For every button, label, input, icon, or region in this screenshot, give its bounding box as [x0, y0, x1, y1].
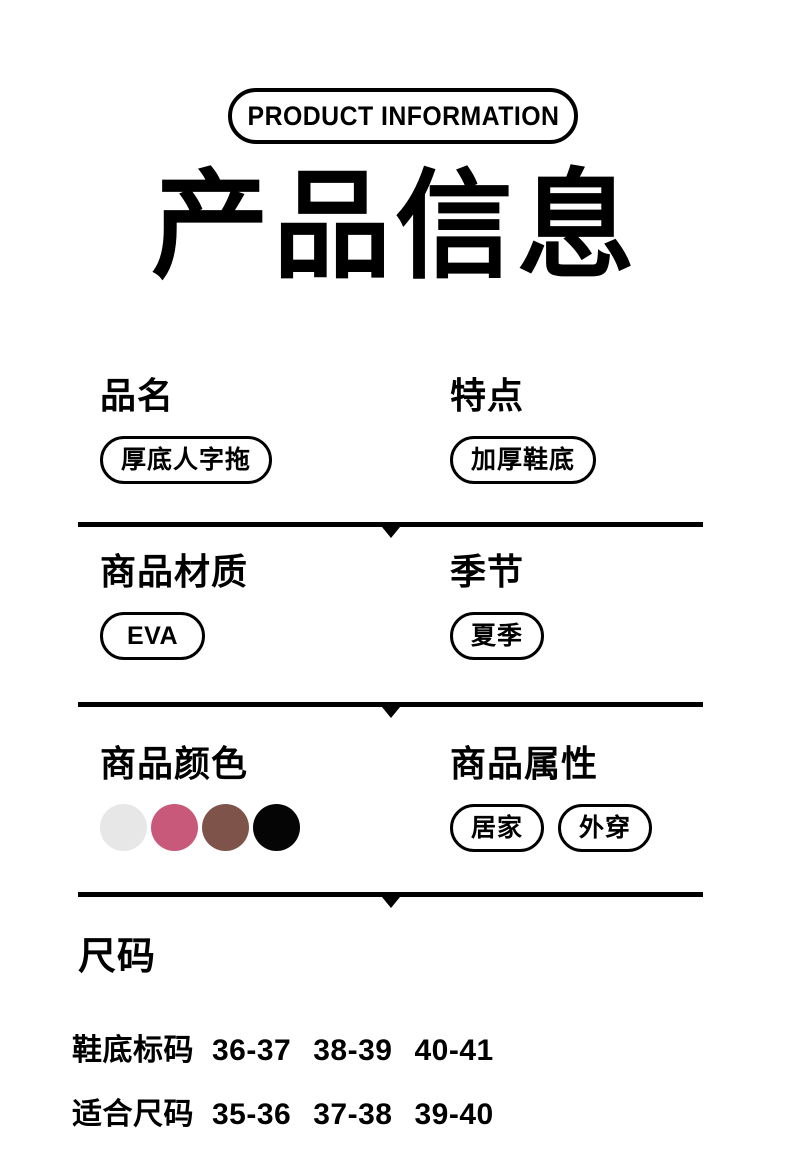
spec-pill-product-name: 厚底人字拖	[100, 436, 273, 484]
spec-values-feature: 加厚鞋底	[450, 436, 597, 484]
spec-pill-season: 夏季	[450, 612, 545, 660]
spec-values-product-name: 厚底人字拖	[100, 436, 273, 484]
spec-cell-product-name: 品名 厚底人字拖	[100, 375, 273, 484]
spec-pill-feature: 加厚鞋底	[450, 436, 597, 484]
spec-label-attribute: 商品属性	[450, 743, 599, 784]
section-divider-2	[78, 702, 703, 707]
spec-label-season: 季节	[450, 551, 525, 592]
color-swatch-pink[interactable]	[151, 804, 198, 851]
product-information-badge-label: PRODUCT INFORMATION	[247, 100, 559, 131]
size-row-sole-value-2: 38-39	[313, 1034, 393, 1067]
spec-label-product-name: 品名	[100, 375, 175, 416]
spec-pill-material: EVA	[100, 612, 206, 660]
size-row-sole: 鞋底标码 36-37 38-39 40-41	[72, 1036, 494, 1066]
spec-values-season: 夏季	[450, 612, 545, 660]
size-row-fit-value-2: 37-38	[313, 1098, 393, 1131]
size-row-sole-label: 鞋底标码	[72, 1034, 194, 1067]
size-row-sole-value-3: 40-41	[414, 1034, 494, 1067]
spec-cell-feature: 特点 加厚鞋底	[450, 375, 597, 484]
color-swatch-brown[interactable]	[202, 804, 249, 851]
size-row-fit: 适合尺码 35-36 37-38 39-40	[72, 1100, 494, 1130]
section-divider-3	[78, 892, 703, 897]
spec-cell-color: 商品颜色	[100, 746, 300, 851]
page-title: 产品信息	[150, 161, 639, 293]
spec-cell-season: 季节 夏季	[450, 551, 545, 660]
spec-values-material: EVA	[100, 612, 248, 660]
spec-label-material: 商品材质	[100, 551, 249, 592]
size-section-title: 尺码	[78, 936, 157, 978]
product-information-badge: PRODUCT INFORMATION	[228, 88, 578, 144]
color-swatch-group	[100, 804, 300, 851]
spec-values-attribute: 居家 外穿	[450, 804, 653, 852]
size-row-fit-value-3: 39-40	[414, 1098, 494, 1131]
spec-label-color: 商品颜色	[100, 743, 249, 784]
spec-pill-attribute-home: 居家	[450, 804, 545, 852]
spec-label-feature: 特点	[450, 375, 525, 416]
color-swatch-black[interactable]	[253, 804, 300, 851]
spec-cell-attribute: 商品属性 居家 外穿	[450, 743, 653, 852]
size-row-fit-value-1: 35-36	[212, 1098, 292, 1131]
size-row-fit-label: 适合尺码	[72, 1098, 194, 1131]
spec-pill-attribute-outdoor: 外穿	[558, 804, 653, 852]
color-swatch-white[interactable]	[100, 804, 147, 851]
size-row-sole-value-1: 36-37	[212, 1034, 292, 1067]
section-divider-1	[78, 522, 703, 527]
spec-cell-material: 商品材质 EVA	[100, 554, 248, 660]
